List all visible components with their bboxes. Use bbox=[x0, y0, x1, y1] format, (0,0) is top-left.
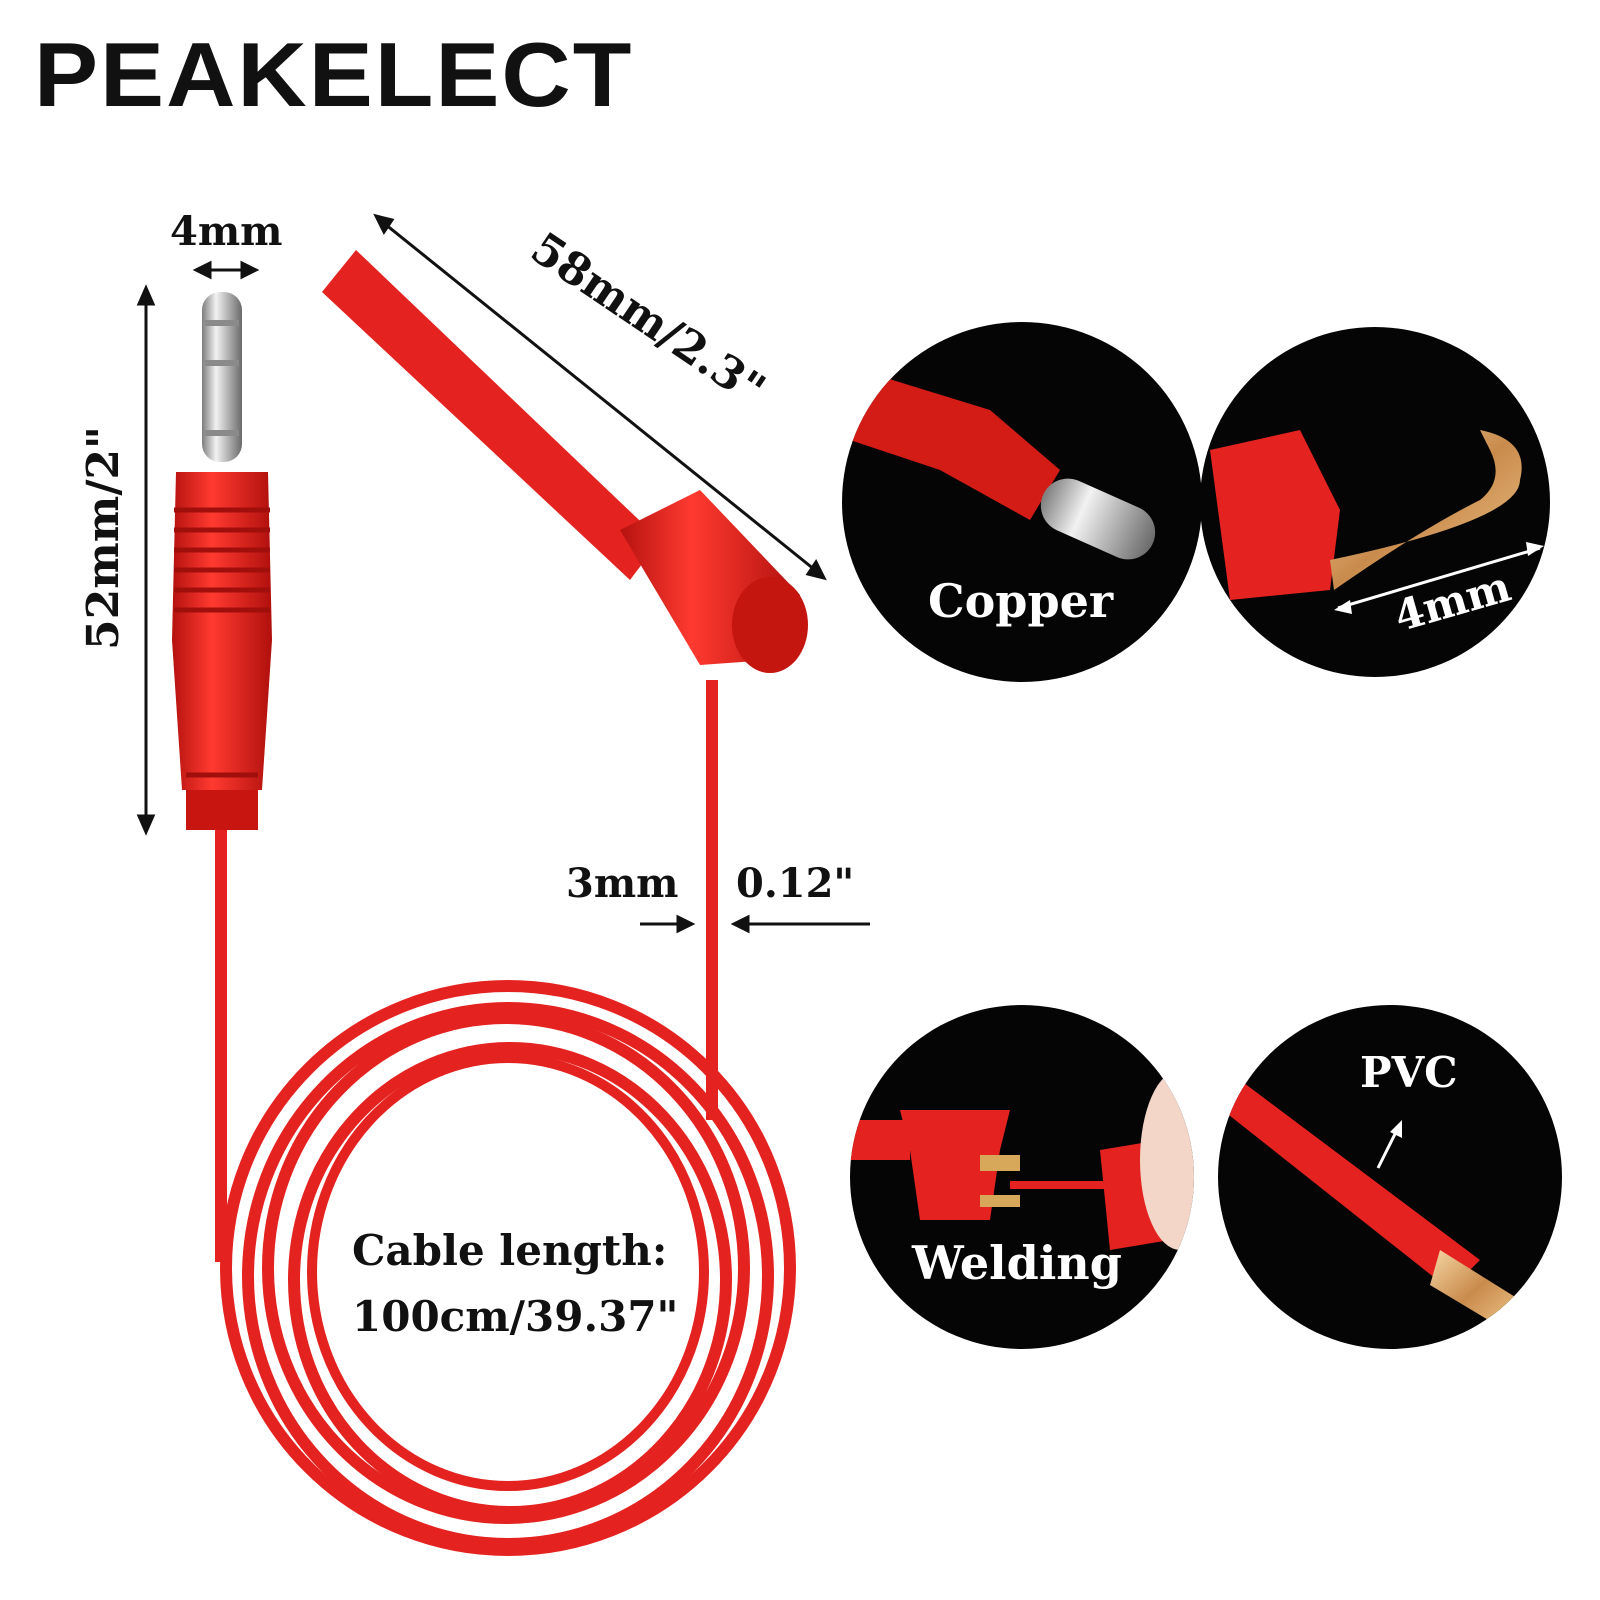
detail-circle-hook bbox=[1200, 327, 1550, 677]
dimension-arrows bbox=[136, 213, 870, 934]
feature-label-copper: Copper bbox=[928, 574, 1114, 628]
detail-circle-pvc bbox=[1218, 1005, 1562, 1349]
feature-label-welding: Welding bbox=[912, 1236, 1122, 1290]
feature-label-pvc: PVC bbox=[1360, 1048, 1458, 1097]
hook-probe bbox=[322, 250, 808, 673]
cable-length-text: Cable length: 100cm/39.37" bbox=[352, 1218, 678, 1350]
cable-runs bbox=[215, 680, 718, 1262]
cable-length-title: Cable length: bbox=[352, 1226, 668, 1275]
detail-circle-welding bbox=[850, 1005, 1194, 1349]
plug-length-label: 52mm/2" bbox=[78, 426, 129, 650]
brand-logo: PEAKELECT bbox=[34, 24, 634, 126]
banana-plug bbox=[172, 292, 272, 830]
detail-circle-copper bbox=[842, 322, 1202, 682]
cable-length-value: 100cm/39.37" bbox=[352, 1292, 679, 1341]
plug-width-label: 4mm bbox=[170, 208, 283, 255]
wire-mm-label: 3mm bbox=[566, 860, 679, 907]
wire-in-label: 0.12" bbox=[736, 860, 855, 907]
coiled-cable bbox=[220, 980, 796, 1556]
